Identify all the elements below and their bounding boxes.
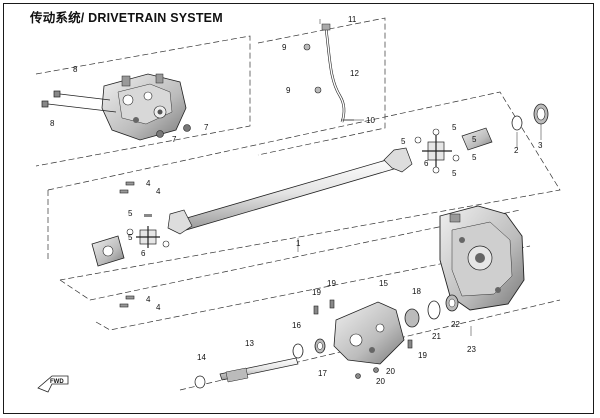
callout-17: 17	[318, 369, 327, 378]
callout-20: 20	[376, 377, 385, 386]
callout-23: 23	[467, 345, 476, 354]
callout-1: 1	[296, 239, 301, 248]
callout-7: 7	[172, 135, 177, 144]
callout-5: 5	[401, 137, 406, 146]
bolt-icon	[41, 90, 117, 113]
flange-yoke	[91, 235, 125, 267]
callout-5: 5	[472, 153, 477, 162]
callout-12: 12	[350, 69, 359, 78]
callout-16: 16	[292, 321, 301, 330]
propeller-shaft	[167, 147, 413, 235]
rear-gear-case	[101, 73, 187, 141]
callout-5: 5	[452, 123, 457, 132]
callout-6: 6	[424, 159, 429, 168]
callout-19: 19	[327, 279, 336, 288]
callout-18: 18	[412, 287, 421, 296]
callout-4: 4	[146, 179, 151, 188]
callout-14: 14	[197, 353, 206, 362]
callout-10: 10	[366, 116, 375, 125]
leader-lines	[297, 19, 542, 336]
callout-8: 8	[50, 119, 55, 128]
front-gear-case	[439, 205, 525, 311]
callout-5: 5	[128, 233, 133, 242]
callout-4: 4	[156, 187, 161, 196]
callout-8: 8	[73, 65, 78, 74]
front-output-shaft	[194, 357, 299, 389]
callout-22: 22	[451, 320, 460, 329]
diagram-title: 传动系统/ DRIVETRAIN SYSTEM	[30, 11, 223, 25]
callout-6: 6	[141, 249, 146, 258]
callout-19: 19	[312, 288, 321, 297]
seal-ring	[511, 103, 549, 131]
callout-9: 9	[282, 43, 287, 52]
callout-2: 2	[514, 146, 519, 155]
callout-4: 4	[146, 295, 151, 304]
forward-label: FWD	[50, 379, 64, 385]
assembly-guide-lines	[35, 17, 561, 391]
nut-icon	[156, 124, 191, 138]
bolt-icon	[313, 299, 413, 379]
output-housing	[333, 301, 405, 365]
callout-19: 19	[418, 351, 427, 360]
callout-15: 15	[379, 279, 388, 288]
callout-labels: 1 2 3 4 4 4 4 5 5 5 5 5 5 5 6 6 7 7 8 8 …	[50, 15, 543, 386]
breather-hose	[303, 23, 354, 123]
callout-3: 3	[538, 141, 543, 150]
callout-5: 5	[128, 209, 133, 218]
callout-5: 5	[472, 135, 477, 144]
callout-9: 9	[286, 86, 291, 95]
bolt-icon	[119, 181, 135, 308]
forward-direction-icon: FWD	[37, 375, 69, 393]
universal-joint-left	[126, 214, 170, 248]
callout-21: 21	[432, 332, 441, 341]
callout-13: 13	[245, 339, 254, 348]
universal-joint-right	[414, 127, 493, 174]
seal-ring	[292, 294, 459, 359]
callout-4: 4	[156, 303, 161, 312]
callout-7: 7	[204, 123, 209, 132]
callout-11: 11	[348, 15, 357, 24]
diagram-frame	[3, 3, 594, 414]
callout-20: 20	[386, 367, 395, 376]
callout-5: 5	[452, 169, 457, 178]
